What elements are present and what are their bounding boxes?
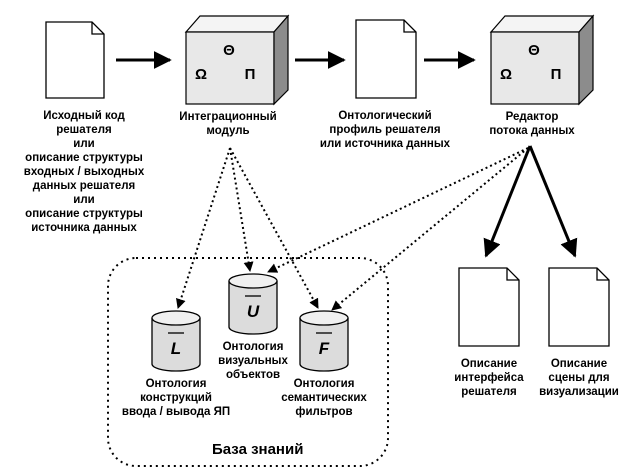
theta-symbol: Θ — [528, 42, 540, 59]
ontology-l-symbol: L — [171, 339, 181, 358]
ui-description-label: Описание интерфейса решателя — [454, 358, 524, 398]
ontology-profile-label: Онтологический профиль решателя или исто… — [319, 110, 451, 150]
ontology-profile-document-icon — [355, 19, 417, 99]
knowledge-base-title: База знаний — [212, 441, 304, 458]
ontology-u-symbol: U — [247, 302, 260, 321]
scene-description-label: Описание сцены для визуализации — [539, 358, 619, 398]
dotted-arrow-module-to-f — [229, 147, 319, 309]
theta-symbol: Θ — [223, 42, 235, 59]
ontology-f-symbol: F — [319, 339, 330, 358]
arrow-editor-to-ui-description — [483, 145, 532, 258]
pi-symbol: П — [551, 66, 562, 83]
dotted-arrow-module-to-l — [176, 147, 231, 309]
pi-symbol: П — [245, 66, 256, 83]
dotted-arrow-editor-to-f — [331, 147, 529, 311]
integration-module-cube-icon: Θ Ω П — [184, 14, 290, 106]
dataflow-editor-label: Редактор потока данных — [489, 111, 575, 137]
source-document-label: Исходный код решателя или описание струк… — [23, 110, 145, 234]
dataflow-editor-cube-icon: Θ Ω П — [489, 14, 595, 106]
dotted-arrow-editor-to-u — [267, 147, 529, 273]
ontology-l-label: Онтология конструкций ввода / вывода ЯП — [121, 378, 231, 418]
dotted-arrow-module-to-u — [229, 147, 254, 272]
ontology-u-cylinder-icon: U — [228, 273, 278, 335]
omega-symbol: Ω — [500, 66, 512, 83]
ontology-f-cylinder-icon: F — [299, 310, 349, 372]
ontology-f-label: Онтология семантических фильтров — [281, 378, 367, 418]
integration-module-label: Интеграционный модуль — [179, 111, 277, 137]
omega-symbol: Ω — [195, 66, 207, 83]
ontology-l-cylinder-icon: L — [151, 310, 201, 372]
scene-description-document-icon — [548, 267, 610, 347]
arrow-editor-to-scene-description — [528, 145, 578, 258]
ui-description-document-icon — [458, 267, 520, 347]
ontology-u-label: Онтология визуальных объектов — [218, 341, 288, 381]
source-document-icon — [45, 21, 105, 99]
knowledge-base-boundary — [107, 257, 389, 467]
